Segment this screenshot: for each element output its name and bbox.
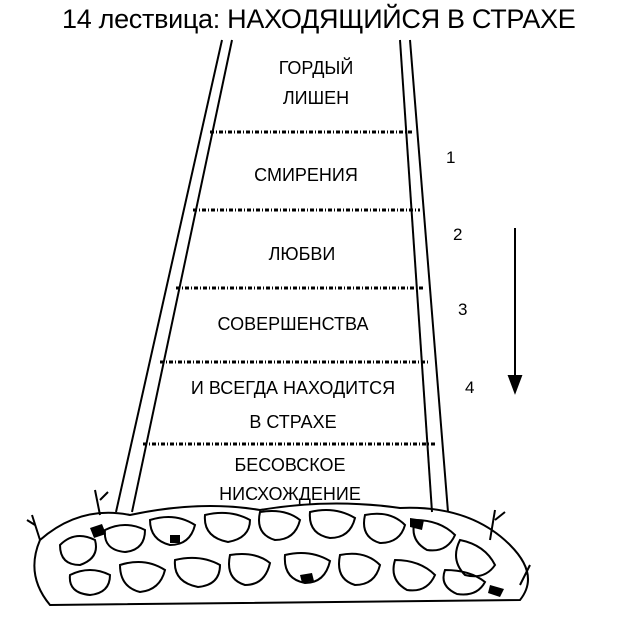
rung-number: 3 (458, 300, 468, 319)
step-label: БЕСОВСКОЕ (234, 455, 346, 475)
step-label: ЛИШЕН (282, 88, 350, 108)
step-label: В СТРАХЕ (249, 412, 337, 432)
down-arrow (507, 228, 523, 395)
step-label: НИСХОЖДЕНИЕ (219, 484, 361, 504)
step-label: СМИРЕНИЯ (254, 165, 358, 185)
rung-number: 1 (446, 148, 456, 167)
step-label: ЛЮБВИ (268, 244, 336, 264)
ladder-rungs (143, 130, 436, 446)
step-label: ГОРДЫЙ (278, 58, 354, 78)
ladder-left-rail (115, 39, 233, 513)
step-label: И ВСЕГДА НАХОДИТСЯ (190, 378, 396, 398)
rung-number: 2 (453, 225, 463, 244)
ladder-right-rail (399, 39, 449, 513)
step-label: СОВЕРШЕНСТВА (217, 314, 369, 334)
diagram-title: 14 лествица: НАХОДЯЩИЙСЯ В СТРАХЕ (62, 4, 576, 34)
stones-ground (26, 489, 531, 607)
rung-number: 4 (465, 378, 475, 397)
